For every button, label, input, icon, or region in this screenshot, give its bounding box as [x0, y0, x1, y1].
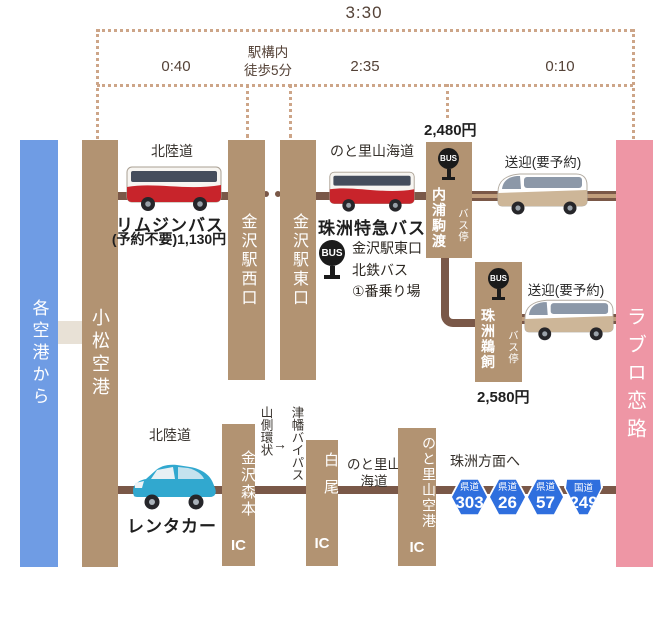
route-walk-dots	[263, 191, 281, 197]
bracket-outer-line	[97, 29, 633, 32]
shuttle-van-image	[524, 299, 614, 341]
bar-kanazawa-west: 金沢駅西口	[228, 140, 265, 380]
direction-label: 珠洲方面へ	[450, 453, 520, 469]
boarding-line3: ①番乗り場	[352, 283, 421, 299]
bar-from-airports: 各空港から	[20, 140, 58, 567]
badge-type: 県道	[497, 482, 517, 494]
ic-morimoto-name: 金沢森本	[239, 450, 256, 518]
destination-label: ラブロ恋路	[623, 306, 646, 446]
boarding-line1: 金沢駅東口	[352, 240, 422, 256]
bar-stop-uchiura: BUS 内浦駒渡 バス停	[426, 142, 472, 258]
bar-kanazawa-east-label: 金沢駅東口	[290, 212, 307, 308]
bar-komatsu-airport-label: 小松空港	[90, 307, 110, 400]
badge-type: 国道	[573, 483, 593, 494]
bus-stop-circle: BUS	[319, 240, 345, 266]
route-badge-kendo-57: 県道 57	[526, 477, 565, 517]
shuttle-label-2: 送迎(要予約)	[527, 283, 605, 298]
rental-car-image	[133, 464, 216, 510]
stop-ukai-type: バス停	[507, 330, 519, 365]
total-time-label: 3:30	[345, 3, 383, 22]
segment-walk-line2: 徒歩5分	[243, 63, 293, 78]
road-label-hokuriku-top: 北陸道	[151, 143, 193, 159]
badge-number: 57	[536, 492, 555, 512]
road-label-satoyama: のと里山海道	[330, 143, 414, 159]
ic-airport-suffix: IC	[409, 539, 425, 556]
badge-type: 県道	[459, 482, 479, 494]
bar-ic-airport: のと里山空港 IC	[398, 428, 437, 566]
bar-kanazawa-west-label: 金沢駅西口	[238, 212, 256, 308]
rental-car-label: レンタカー	[127, 517, 217, 536]
express-bus-label: 珠洲特急バス	[318, 219, 426, 238]
route-badge-kendo-26: 県道 26	[488, 477, 527, 517]
stop-ukai-name: 珠洲鵜飼	[480, 308, 496, 370]
stop-uchiura-name: 内浦駒渡	[431, 187, 447, 249]
ic-morimoto-suffix: IC	[231, 537, 246, 554]
badge-number: 249	[569, 493, 598, 513]
bracket-inner-line	[97, 84, 633, 87]
limousine-bus-label: リムジンバス	[116, 216, 224, 235]
stop-uchiura-type: バス停	[457, 208, 469, 243]
segment-walk-line1: 駅構内	[247, 45, 289, 60]
bar-from-airports-label: 各空港から	[29, 298, 49, 409]
bracket-tick-west	[246, 84, 249, 138]
express-bus-image	[329, 171, 415, 212]
badge-number: 303	[455, 492, 484, 512]
bracket-tick-east	[289, 84, 292, 138]
bus-stop-sign-icon: BUS	[319, 240, 345, 279]
boarding-info: 金沢駅東口 北鉄バス ①番乗り場	[352, 238, 422, 303]
shuttle-van-image	[497, 173, 588, 215]
ic-shiro-suffix: IC	[314, 535, 330, 552]
segment-time-shuttle: 0:10	[545, 58, 575, 75]
shuttle-label-1: 送迎(要予約)	[504, 155, 582, 170]
via-arrow: →	[273, 436, 287, 452]
route-branch-line	[441, 258, 483, 327]
fare-uchiura: 2,480円	[424, 122, 477, 139]
via-ring-road-label: 山側環状	[258, 406, 273, 456]
road-label-hokuriku-bottom: 北陸道	[149, 427, 191, 443]
badge-type: 県道	[535, 482, 555, 494]
route-line-car	[118, 486, 616, 494]
road2-label-line2: 海道	[360, 474, 388, 489]
limousine-fare-note: (予約不要)1,130円	[111, 231, 227, 247]
bar-kanazawa-east: 金沢駅東口	[280, 140, 316, 380]
bracket-tick-right	[632, 29, 635, 139]
limousine-bus-image	[126, 166, 222, 211]
bar-ic-shiro: 白尾 IC	[306, 440, 339, 566]
fare-ukai: 2,580円	[477, 389, 530, 406]
segment-time-express: 2:35	[350, 58, 380, 75]
badge-number: 26	[498, 492, 517, 512]
route-badge-kokudo-249: 国道 249	[564, 477, 603, 517]
bar-stop-ukai: BUS 珠洲鵜飼 バス停	[475, 262, 522, 382]
boarding-line2: 北鉄バス	[352, 261, 408, 278]
via-bypass-label: 津幡バイパス	[289, 406, 304, 481]
airport-connector	[58, 321, 82, 344]
bus-stop-sign-icon: BUS	[488, 268, 509, 300]
ic-airport-name: のと里山空港	[421, 436, 437, 529]
bracket-tick-stop	[446, 84, 449, 118]
bar-komatsu-airport: 小松空港	[82, 140, 118, 567]
ic-shiro-name: 白尾	[322, 452, 339, 506]
bar-destination: ラブロ恋路	[616, 140, 653, 567]
bar-ic-morimoto: 金沢森本 IC	[222, 424, 256, 566]
bracket-tick-left	[96, 29, 99, 139]
bus-stop-sign-icon: BUS	[438, 148, 459, 180]
segment-time-bus: 0:40	[161, 58, 191, 75]
road2-label-line1: のと里山	[347, 457, 401, 472]
route-badge-kendo-303: 県道 303	[450, 477, 489, 517]
